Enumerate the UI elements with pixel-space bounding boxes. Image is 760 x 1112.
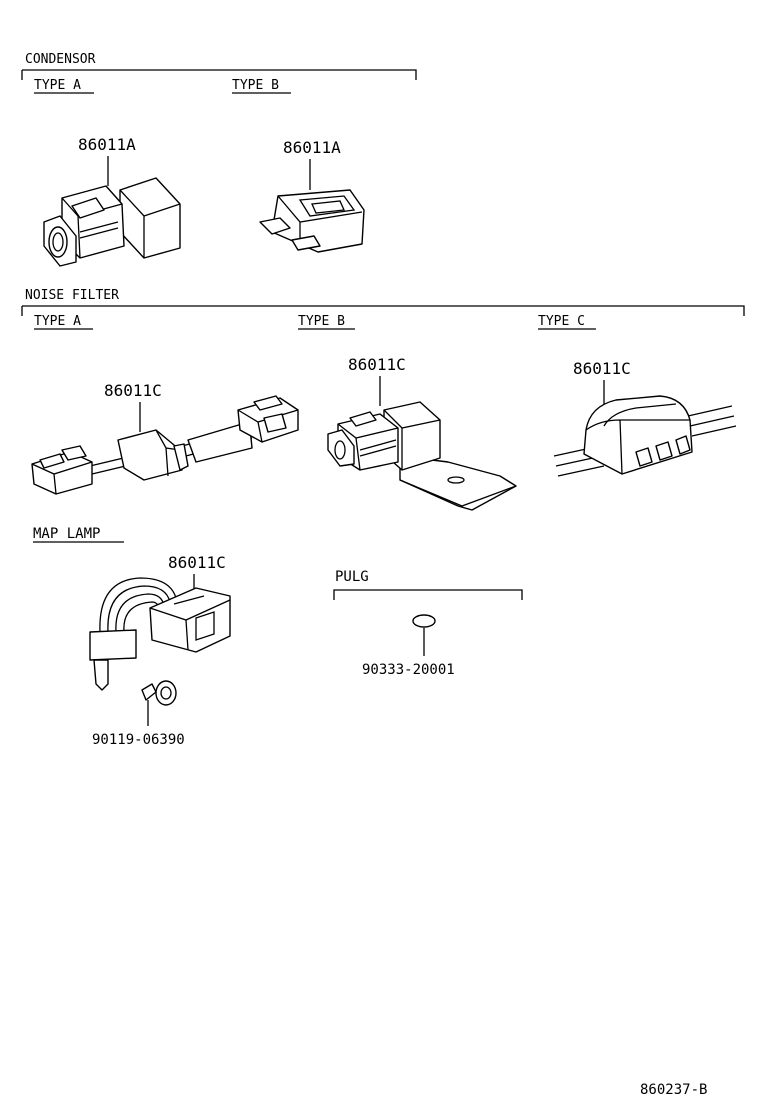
plug-part-number: 90333-20001 [362,662,455,678]
map-lamp-title: MAP LAMP [33,526,100,542]
noise-filter-type-b-part-number: 86011C [348,355,406,374]
condensor-title: CONDENSOR [25,52,96,67]
noise-filter-type-b-label: TYPE B [298,314,345,329]
condensor-type-b-label: TYPE B [232,78,279,93]
noise-filter-type-a-part-number: 86011C [104,381,162,400]
map-lamp-section: MAP LAMP 86011C 90119-06390 [33,526,231,748]
noise-filter-type-b-drawing [327,401,517,511]
noise-filter-type-a-drawing [31,395,299,495]
noise-filter-type-c-drawing [553,395,737,477]
condensor-type-a-drawing [43,177,181,267]
plug-title: PULG [335,569,369,585]
screw-part-number: 90119-06390 [92,732,185,748]
noise-filter-type-a-label: TYPE A [34,314,81,329]
diagram-code: 860237-B [640,1082,707,1098]
map-lamp-connector-part-number: 86011C [168,553,226,572]
condensor-type-a-part-number: 86011A [78,135,136,154]
condensor-type-b-part-number: 86011A [283,138,341,157]
map-lamp-harness-drawing [89,577,231,691]
screw-drawing [141,680,177,706]
noise-filter-type-c-label: TYPE C [538,314,585,329]
noise-filter-title: NOISE FILTER [25,288,119,303]
plug-section: PULG 90333-20001 [333,569,523,678]
noise-filter-section: NOISE FILTER TYPE A TYPE B TYPE C 86011C [21,288,745,511]
condensor-type-b-drawing [259,189,365,253]
plug-drawing [412,614,436,628]
noise-filter-type-c-part-number: 86011C [573,359,631,378]
condensor-section: CONDENSOR TYPE A TYPE B 86011A 86011A [21,52,417,267]
condensor-type-a-label: TYPE A [34,78,81,93]
